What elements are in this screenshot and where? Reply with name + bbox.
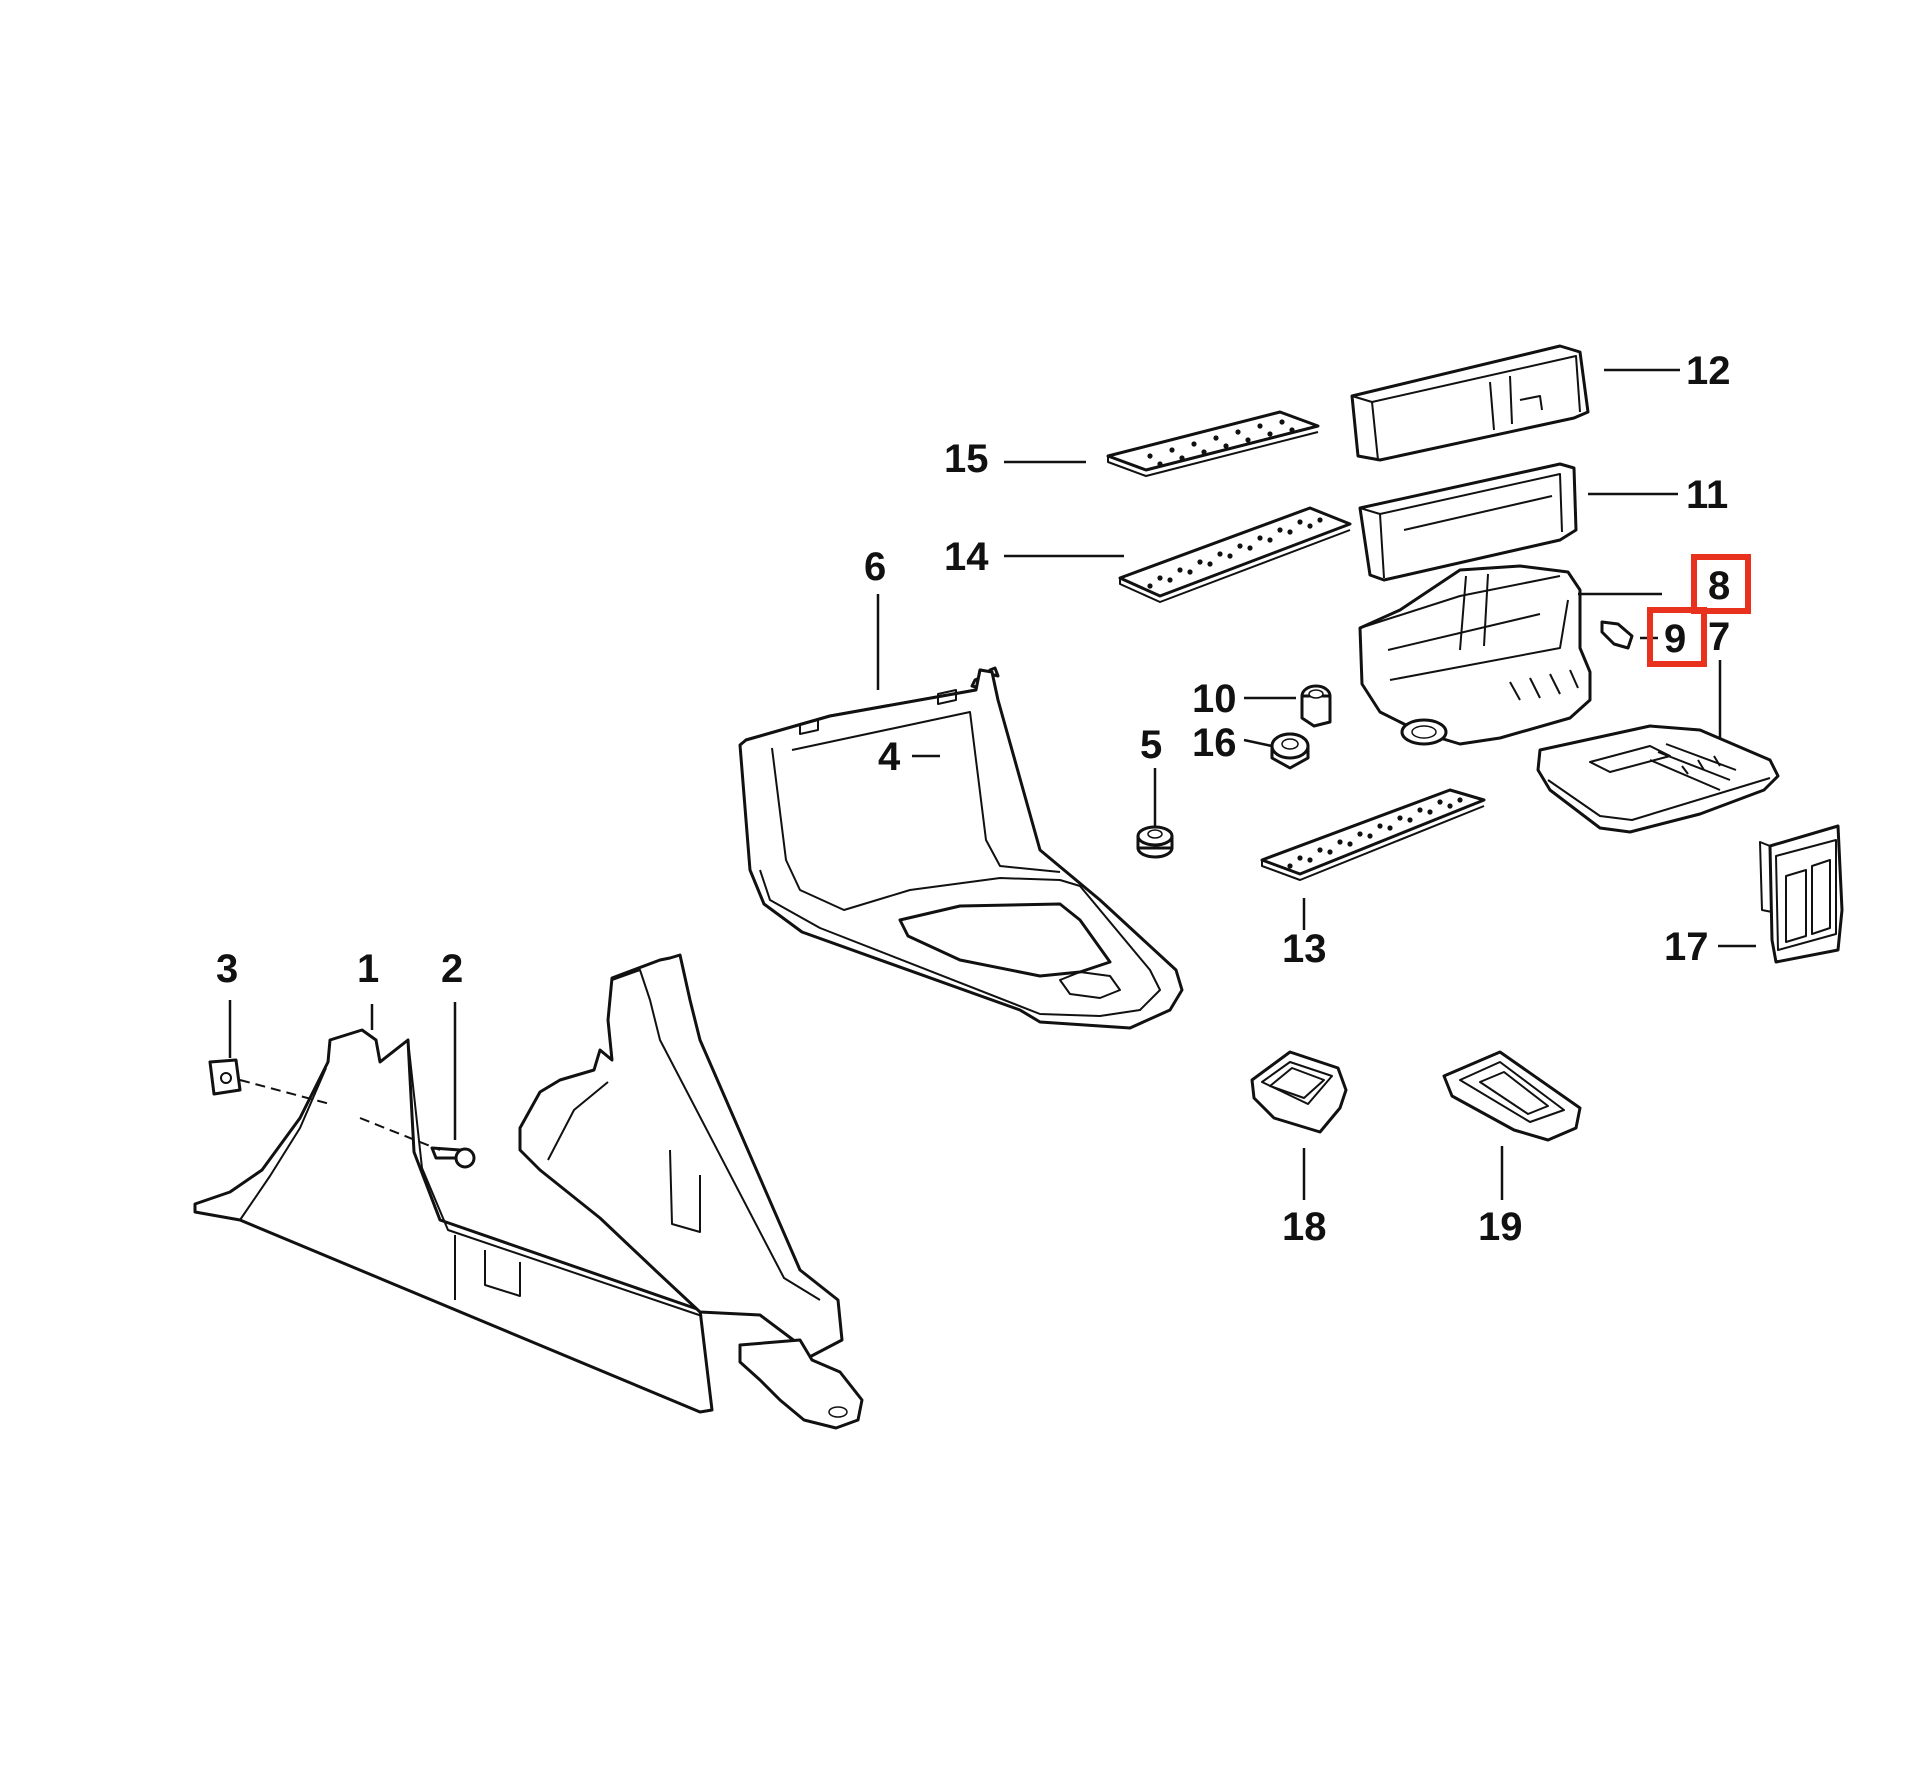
callout-4: 4 [878, 735, 901, 779]
part-17-switch-frame [1759, 824, 1844, 964]
callout-16: 16 [1192, 721, 1237, 765]
part-13-mat-insert [1260, 788, 1486, 881]
callout-15: 15 [944, 437, 989, 481]
callout-11: 11 [1686, 473, 1728, 517]
part-10-bushing [1300, 684, 1332, 728]
part-12-storage-compartment [1350, 344, 1590, 462]
highlight-box-8 [1691, 554, 1751, 614]
part-19-coin-tray [1442, 1050, 1582, 1142]
callout-7: 7 [1708, 615, 1730, 659]
callout-8: 8 [1708, 564, 1730, 608]
part-1-lower-console-trim [193, 953, 864, 1430]
callout-1: 1 [357, 947, 379, 991]
assembly-dashed-line [239, 1079, 441, 1151]
part-5-nut [1136, 825, 1174, 859]
callout-17: 17 [1664, 925, 1709, 969]
part-11-storage-compartment [1358, 462, 1578, 582]
leader-lines [228, 368, 1756, 1200]
highlight-box-9 [1647, 607, 1707, 667]
callout-2: 2 [441, 947, 463, 991]
part-3-clip-nut [208, 1058, 242, 1096]
callout-12: 12 [1686, 349, 1731, 393]
callout-10: 10 [1192, 677, 1237, 721]
callout-labels: 1 2 3 4 5 6 7 8 9 10 11 12 13 14 15 16 1… [216, 349, 1731, 1249]
part-6-upper-console-trim [738, 666, 1184, 1030]
callout-13: 13 [1282, 927, 1327, 971]
callout-3: 3 [216, 947, 238, 991]
callout-18: 18 [1282, 1205, 1327, 1249]
callout-19: 19 [1478, 1205, 1523, 1249]
part-15-mat-insert [1106, 410, 1320, 477]
callout-5: 5 [1140, 723, 1162, 767]
part-8-storage-tray [1358, 564, 1592, 746]
part-2-screw [430, 1146, 476, 1169]
callout-6: 6 [864, 545, 886, 589]
callout-9: 9 [1664, 617, 1686, 661]
part-18-cup-holder [1250, 1050, 1348, 1134]
part-14-mat-insert [1118, 506, 1352, 603]
part-9-small-cap [1600, 620, 1634, 650]
part-7-selector-cover [1536, 724, 1780, 834]
part-16-grommet [1270, 732, 1310, 770]
callout-14: 14 [944, 535, 989, 579]
